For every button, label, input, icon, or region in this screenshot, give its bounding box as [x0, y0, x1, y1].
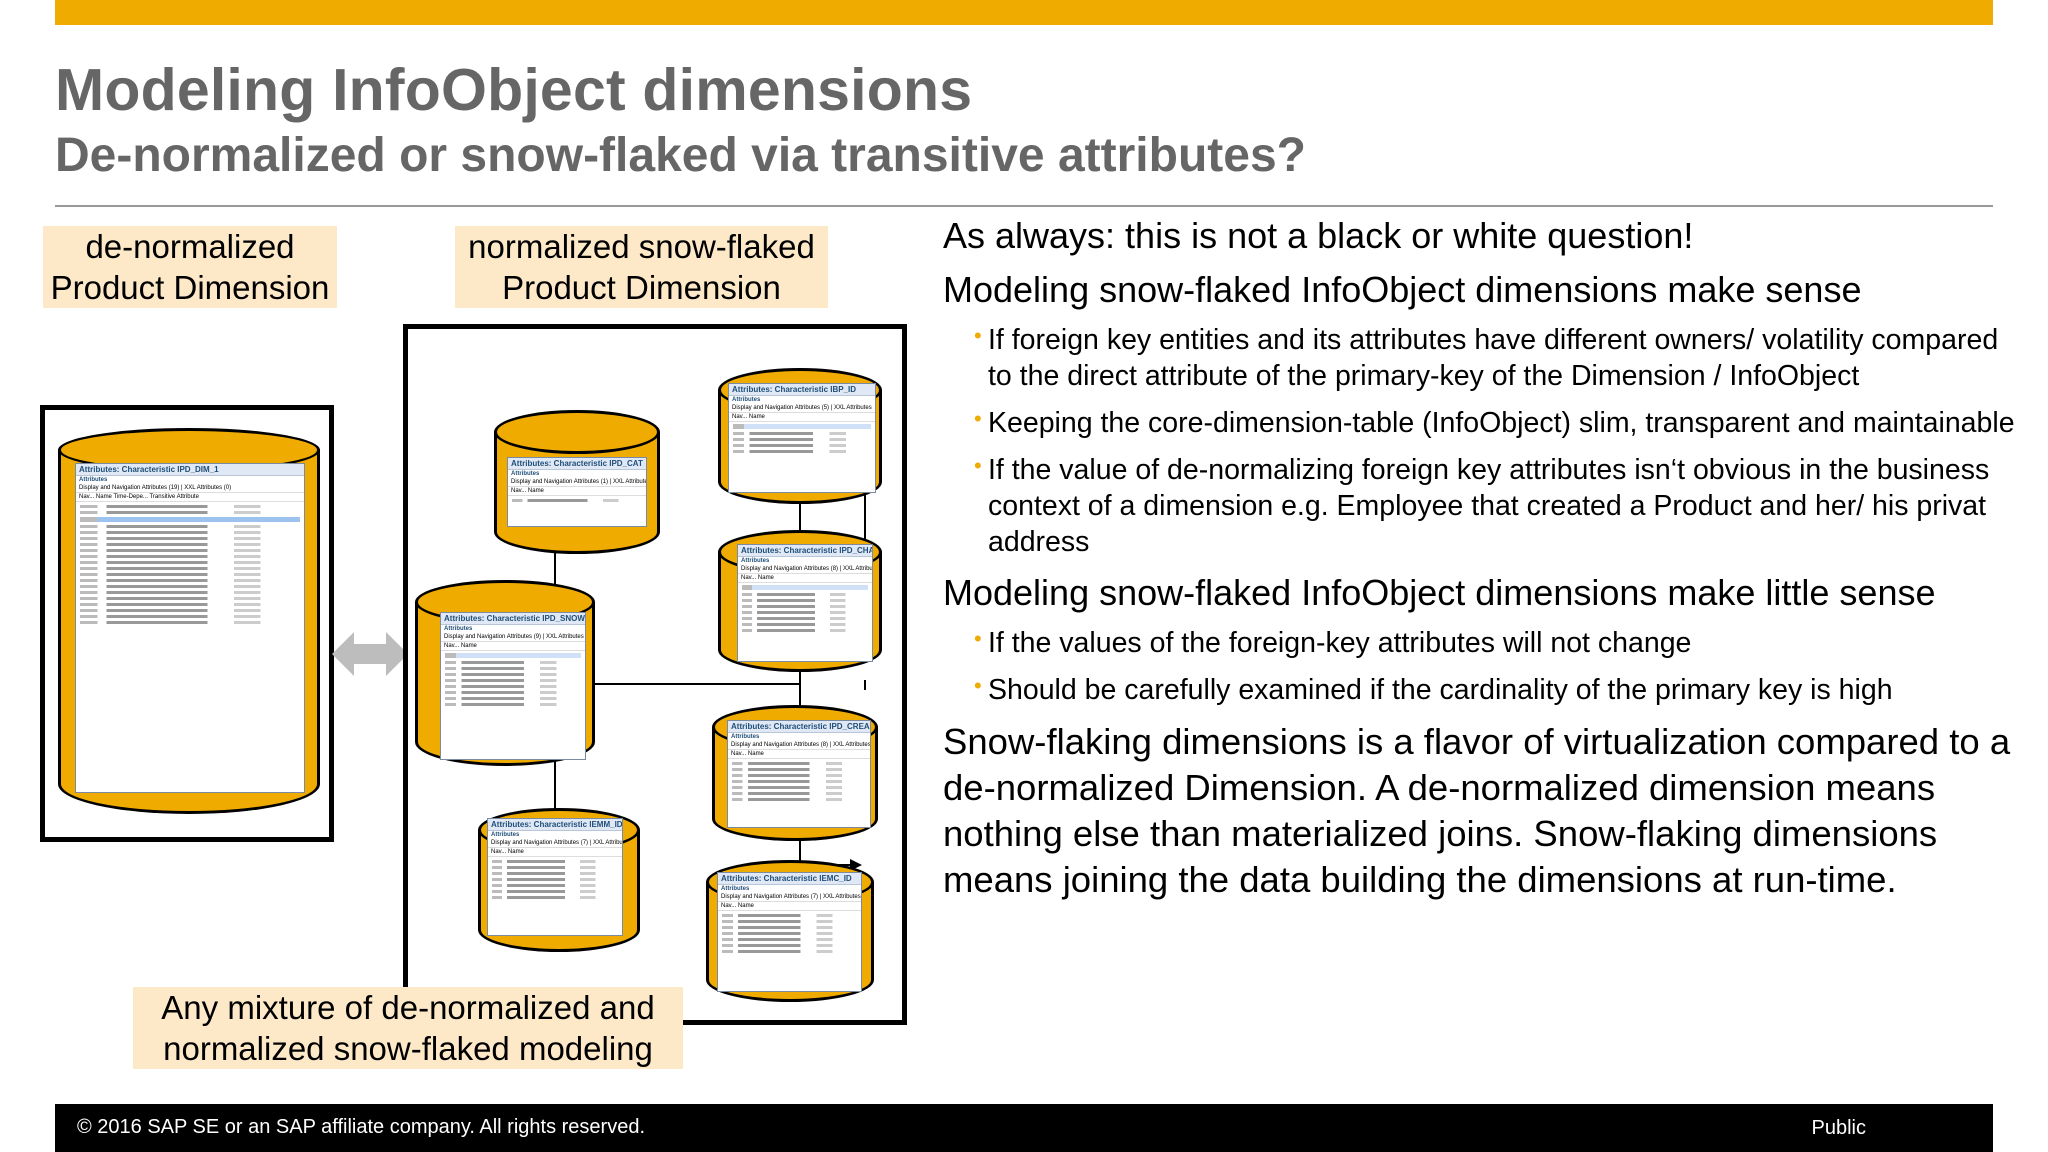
little-bullet-2: •Should be carefully examined if the car… — [943, 672, 2023, 708]
panel-ipd-cat-cols: Nav... Name — [508, 487, 646, 496]
sense-bullet-3: •If the value of de-normalizing foreign … — [943, 452, 2023, 560]
panel-iemc-id-cols: Nav... Name — [718, 902, 861, 911]
panel-ibp-id-title: Attributes: Characteristic IBP_ID — [729, 384, 875, 396]
panel-ipd-crea-cols: Nav... Name — [728, 750, 870, 759]
panel-iemm-id-title: Attributes: Characteristic IEMM_ID — [488, 819, 622, 831]
content-text: As always: this is not a black or white … — [943, 214, 2023, 903]
panel-ipd-cha: Attributes: Characteristic IPD_CHA Attri… — [737, 544, 873, 662]
sense-bullet-1-text: If foreign key entities and its attribut… — [988, 324, 1999, 392]
panel-ipd-cha-section: Attributes — [741, 558, 770, 564]
intro-statement: As always: this is not a black or white … — [943, 215, 1694, 256]
label-denormalized-line1: de-normalized — [85, 228, 295, 265]
footer-classification: Public — [1811, 1117, 1866, 1139]
panel-iemc-id-title: Attributes: Characteristic IEMC_ID — [718, 873, 861, 885]
panel-ipd-cat-line: Display and Navigation Attributes (1) | … — [508, 478, 646, 487]
panel-ipd-dim-1-cols: Nav... Name Time-Depe... Transitive Attr… — [76, 493, 304, 502]
panel-ibp-id: Attributes: Characteristic IBP_ID Attrib… — [728, 383, 876, 493]
panel-iemm-id-line: Display and Navigation Attributes (7) | … — [488, 839, 622, 848]
double-arrow-icon — [332, 632, 408, 676]
panel-ipd-cha-cols: Nav... Name — [738, 574, 872, 583]
panel-iemc-id-section: Attributes — [721, 886, 750, 892]
sense-bullet-2-text: Keeping the core-dimension-table (InfoOb… — [988, 407, 2015, 439]
panel-ipd-cat-title: Attributes: Characteristic IPD_CAT — [508, 458, 646, 470]
bullet-dot-icon: • — [974, 626, 982, 651]
panel-ipd-crea-line: Display and Navigation Attributes (8) | … — [728, 741, 870, 750]
footer-copyright: © 2016 SAP SE or an SAP affiliate compan… — [77, 1116, 646, 1138]
panel-iemm-id: Attributes: Characteristic IEMM_ID Attri… — [487, 818, 623, 936]
panel-ipd-cat: Attributes: Characteristic IPD_CAT Attri… — [507, 457, 647, 527]
label-snowflaked-line1: normalized snow-flaked — [468, 228, 815, 265]
panel-ipd-cat-section: Attributes — [511, 471, 540, 477]
top-accent-bar — [55, 0, 1993, 25]
little-sense-heading: Modeling snow-flaked InfoObject dimensio… — [943, 572, 1936, 613]
panel-ipd-snowf-section: Attributes — [444, 626, 473, 632]
little-bullet-1-text: If the values of the foreign-key attribu… — [988, 627, 1692, 659]
closing-paragraph: Snow-flaking dimensions is a flavor of v… — [943, 721, 2011, 900]
panel-ibp-id-line: Display and Navigation Attributes (5) | … — [729, 404, 875, 413]
little-bullet-1: •If the values of the foreign-key attrib… — [943, 625, 2023, 661]
bullet-dot-icon: • — [974, 453, 982, 478]
panel-ipd-dim-1: Attributes: Characteristic IPD_DIM_1 Att… — [75, 463, 305, 793]
label-denormalized: de-normalized Product Dimension — [43, 226, 337, 308]
panel-ipd-dim-1-title: Attributes: Characteristic IPD_DIM_1 — [76, 464, 304, 476]
panel-ipd-crea-section: Attributes — [731, 734, 760, 740]
panel-ibp-id-cols: Nav... Name — [729, 413, 875, 422]
bullet-dot-icon: • — [974, 673, 982, 698]
panel-ipd-cha-title: Attributes: Characteristic IPD_CHA — [738, 545, 872, 557]
little-bullet-2-text: Should be carefully examined if the card… — [988, 674, 1893, 706]
footer-bar: © 2016 SAP SE or an SAP affiliate compan… — [55, 1104, 1993, 1152]
sense-bullet-2: •Keeping the core-dimension-table (InfoO… — [943, 405, 2023, 441]
label-mixture-line1: Any mixture of de-normalized and — [161, 989, 655, 1026]
label-snowflaked-line2: Product Dimension — [502, 269, 781, 306]
label-denormalized-line2: Product Dimension — [50, 269, 330, 306]
page-subtitle: De-normalized or snow-flaked via transit… — [55, 129, 1306, 182]
panel-ipd-crea: Attributes: Characteristic IPD_CREA Attr… — [727, 720, 871, 828]
panel-iemm-id-cols: Nav... Name — [488, 848, 622, 857]
label-mixture-line2: normalized snow-flaked modeling — [163, 1030, 653, 1067]
page-title: Modeling InfoObject dimensions — [55, 57, 973, 123]
panel-ipd-dim-1-section: Attributes — [79, 477, 108, 483]
panel-ipd-snowf-line: Display and Navigation Attributes (9) | … — [441, 633, 585, 642]
sense-bullet-1: •If foreign key entities and its attribu… — [943, 322, 2023, 394]
panel-iemm-id-section: Attributes — [491, 832, 520, 838]
label-mixture: Any mixture of de-normalized and normali… — [133, 987, 683, 1069]
sense-bullet-3-text: If the value of de-normalizing foreign k… — [988, 454, 1990, 558]
panel-ipd-cha-line: Display and Navigation Attributes (8) | … — [738, 565, 872, 574]
panel-ipd-crea-title: Attributes: Characteristic IPD_CREA — [728, 721, 870, 733]
sense-heading: Modeling snow-flaked InfoObject dimensio… — [943, 269, 1862, 310]
panel-ipd-snowf-cols: Nav... Name — [441, 642, 585, 651]
panel-iemc-id: Attributes: Characteristic IEMC_ID Attri… — [717, 872, 862, 992]
panel-ipd-snowf: Attributes: Characteristic IPD_SNOWF Att… — [440, 612, 586, 760]
bullet-dot-icon: • — [974, 323, 982, 348]
bullet-dot-icon: • — [974, 406, 982, 431]
panel-ipd-snowf-title: Attributes: Characteristic IPD_SNOWF — [441, 613, 585, 625]
panel-ipd-dim-1-line: Display and Navigation Attributes (19) |… — [76, 484, 304, 493]
panel-iemc-id-line: Display and Navigation Attributes (7) | … — [718, 893, 861, 902]
label-snowflaked: normalized snow-flaked Product Dimension — [455, 226, 828, 308]
panel-ibp-id-section: Attributes — [732, 397, 761, 403]
header-divider — [55, 205, 1993, 207]
